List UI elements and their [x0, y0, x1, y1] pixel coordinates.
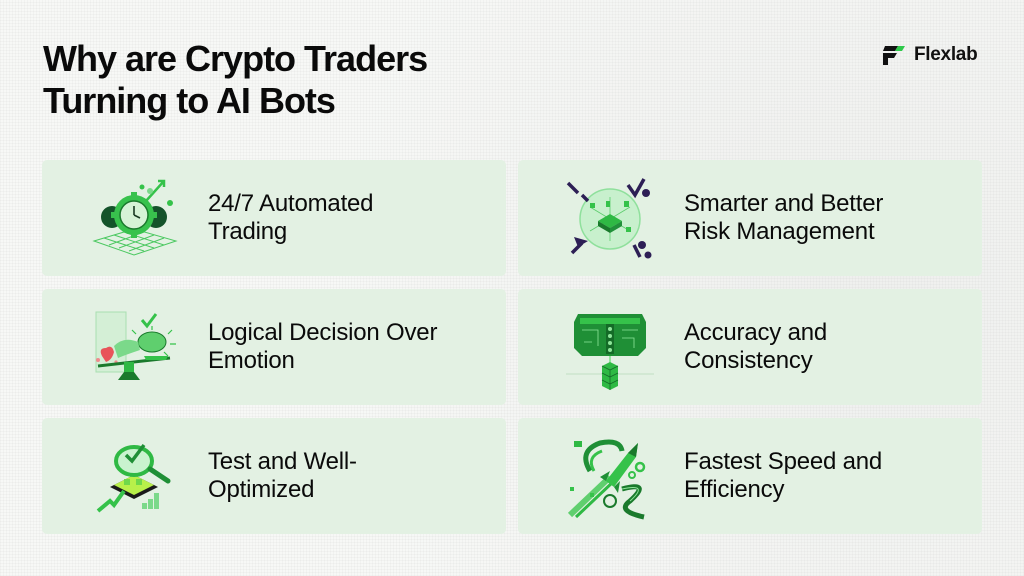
reasons-grid: 24/7 Automated Trading [42, 160, 982, 534]
magnifier-check-icon [84, 431, 184, 521]
card-label: Logical Decision Over Emotion [208, 319, 437, 375]
card-label: Fastest Speed and Efficiency [684, 448, 882, 504]
clock-gear-icon [84, 173, 184, 263]
brand-logo: Flexlab [882, 44, 978, 66]
card-speed-efficiency: Fastest Speed and Efficiency [518, 418, 982, 534]
card-label-line-2: Efficiency [684, 476, 785, 503]
card-automated-trading: 24/7 Automated Trading [42, 160, 506, 276]
card-label-line-2: Trading [208, 218, 288, 245]
card-label-line-2: Optimized [208, 476, 315, 503]
card-label-line-2: Risk Management [684, 218, 875, 245]
rocket-speed-icon [560, 431, 660, 521]
card-label-line-2: Emotion [208, 347, 295, 374]
card-accuracy-consistency: Accuracy and Consistency [518, 289, 982, 405]
page-title: Why are Crypto Traders Turning to AI Bot… [43, 38, 563, 122]
brand-name: Flexlab [914, 44, 978, 65]
balance-brain-heart-icon [84, 302, 184, 392]
card-test-optimized: Test and Well- Optimized [42, 418, 506, 534]
card-label-line-1: Logical Decision Over [208, 319, 438, 346]
card-label: Accuracy and Consistency [684, 319, 827, 375]
shield-chip-icon [560, 173, 660, 263]
card-label-line-1: Fastest Speed and [684, 448, 883, 475]
title-line-2: Turning to AI Bots [43, 80, 336, 121]
flexlab-f-logo-icon [883, 46, 905, 65]
card-label-line-1: Smarter and Better [684, 190, 884, 217]
card-label: Smarter and Better Risk Management [684, 190, 883, 246]
card-label: Test and Well- Optimized [208, 448, 357, 504]
title-line-1: Why are Crypto Traders [43, 38, 428, 79]
card-risk-management: Smarter and Better Risk Management [518, 160, 982, 276]
card-label-line-2: Consistency [684, 347, 813, 374]
circuit-blocks-icon [560, 302, 660, 392]
card-label-line-1: Test and Well- [208, 448, 357, 475]
card-label: 24/7 Automated Trading [208, 190, 374, 246]
card-logical-decision: Logical Decision Over Emotion [42, 289, 506, 405]
card-label-line-1: 24/7 Automated [208, 190, 374, 217]
card-label-line-1: Accuracy and [684, 319, 828, 346]
